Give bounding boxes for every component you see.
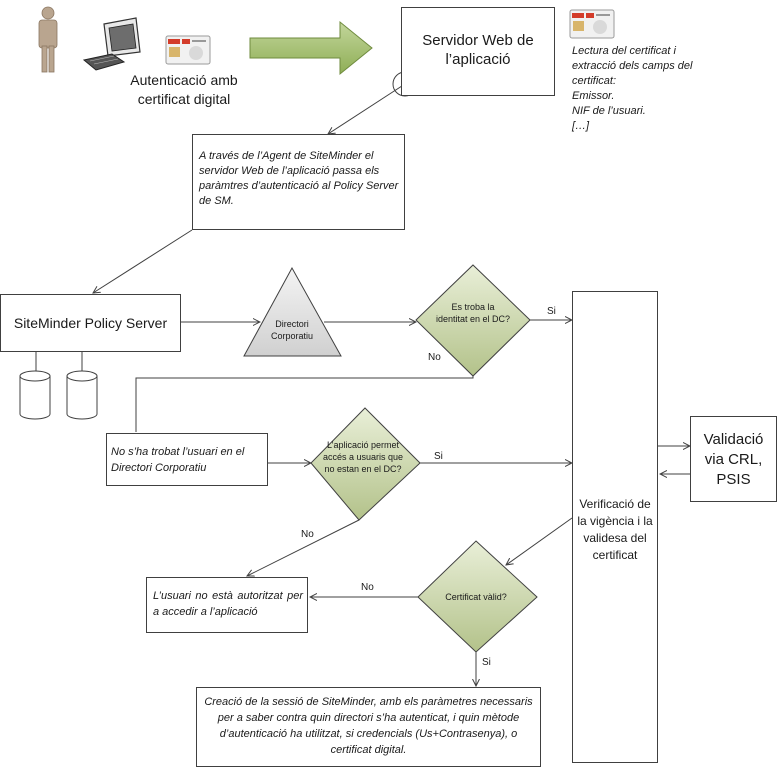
decision-found-yes: Si bbox=[547, 306, 556, 317]
decision-allow-no: No bbox=[301, 529, 314, 540]
database-icon bbox=[19, 352, 51, 420]
cert-field-issuer: Emissor. bbox=[572, 90, 615, 102]
session-box: Creació de la sessió de SiteMinder, amb … bbox=[196, 687, 541, 767]
web-server-box: Servidor Web de l’aplicació bbox=[401, 7, 555, 96]
flow-arrow bbox=[249, 20, 373, 76]
agent-note-box: A través de l’Agent de SiteMinder el ser… bbox=[192, 134, 405, 230]
decision-found-no: No bbox=[428, 352, 441, 363]
cert-field-more: […] bbox=[572, 120, 590, 132]
person-icon bbox=[38, 6, 58, 73]
decision-valid-label: Certificat vàlid? bbox=[445, 592, 507, 602]
agent-note-text: A través de l’Agent de SiteMinder el ser… bbox=[199, 150, 399, 207]
not-found-note-box: No s’ha trobat l’usuari en el Directori … bbox=[106, 433, 268, 486]
certificate-card-icon bbox=[165, 35, 211, 65]
validation-box: Validació via CRL, PSIS bbox=[690, 416, 777, 502]
certificate-card-icon-2 bbox=[569, 9, 615, 39]
cert-note-intro: Lectura del certificat i extracció dels … bbox=[572, 45, 693, 87]
cert-field-nif: NIF de l’usuari. bbox=[572, 105, 646, 117]
decision-found-diamond bbox=[415, 264, 531, 377]
decision-valid-yes: Si bbox=[482, 657, 491, 668]
verification-box: Verificació de la vigència i la validesa… bbox=[572, 291, 658, 763]
unauthorized-box: L’usuari no està autoritzat per a accedi… bbox=[146, 577, 308, 633]
verification-text: Verificació de la vigència i la validesa… bbox=[577, 497, 653, 562]
decision-allow-diamond bbox=[310, 407, 421, 521]
not-found-note-text: No s’ha trobat l’usuari en el Directori … bbox=[111, 446, 245, 474]
decision-allow-label: L’aplicació permet accés a usuaris que n… bbox=[322, 440, 404, 474]
decision-valid-diamond bbox=[417, 540, 538, 653]
validation-text: Validació via CRL, PSIS bbox=[703, 431, 764, 488]
user-auth-label: Autenticació amb certificat digital bbox=[130, 72, 238, 107]
decision-found-label: Es troba la identitat en el DC? bbox=[435, 302, 511, 324]
session-text: Creació de la sessió de SiteMinder, amb … bbox=[204, 696, 533, 756]
decision-valid-no: No bbox=[361, 582, 374, 593]
web-server-title: Servidor Web de l’aplicació bbox=[422, 32, 534, 68]
policy-server-box: SiteMinder Policy Server bbox=[0, 294, 181, 352]
policy-server-title: SiteMinder Policy Server bbox=[13, 315, 168, 331]
directory-label: Directori Corporatiu bbox=[270, 319, 314, 341]
decision-allow-yes: Si bbox=[434, 451, 443, 462]
directory-triangle bbox=[243, 266, 342, 357]
database-icon-2 bbox=[66, 352, 98, 420]
computer-icon bbox=[82, 17, 141, 71]
cert-note: Lectura del certificat i extracció dels … bbox=[572, 44, 722, 134]
unauthorized-text: L’usuari no està autoritzat per a accedi… bbox=[153, 590, 303, 618]
